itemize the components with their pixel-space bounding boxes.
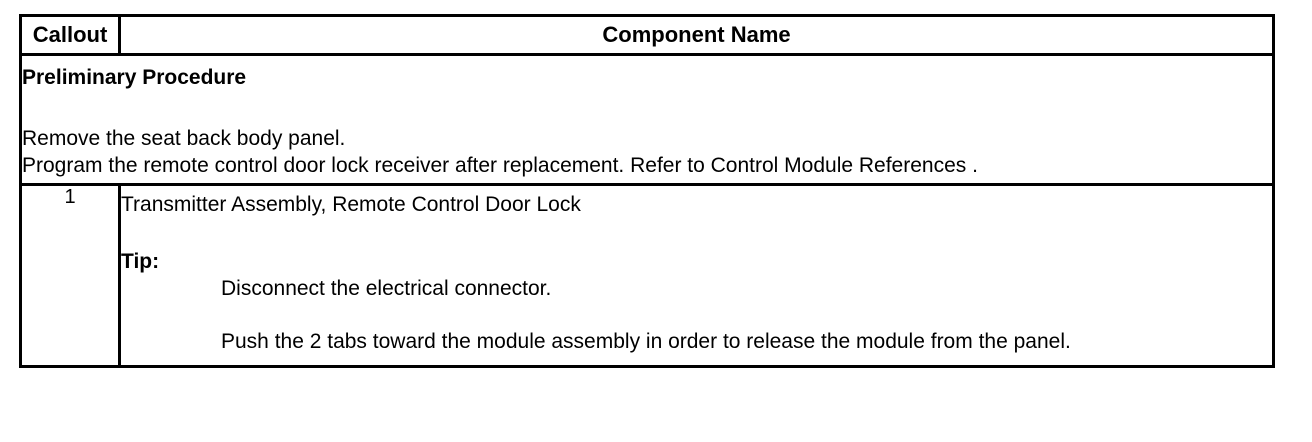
tip-label: Tip: xyxy=(121,250,160,273)
spacer xyxy=(121,218,1272,248)
preliminary-line-1: Remove the seat back body panel. xyxy=(22,127,346,150)
table-row-callout-1: 1 Transmitter Assembly, Remote Control D… xyxy=(19,183,1275,368)
callout-number-cell: 1 xyxy=(19,183,121,368)
table-header: Callout Component Name xyxy=(19,14,1275,56)
table-header-row: Callout Component Name xyxy=(19,14,1275,56)
component-title: Transmitter Assembly, Remote Control Doo… xyxy=(121,193,581,216)
callout-component-table: Callout Component Name Preliminary Proce… xyxy=(19,14,1275,368)
preliminary-procedure-cell: Preliminary Procedure Remove the seat ba… xyxy=(19,53,1275,186)
component-description-cell: Transmitter Assembly, Remote Control Doo… xyxy=(118,183,1275,368)
preliminary-procedure-heading: Preliminary Procedure xyxy=(22,66,247,89)
tip-line-2: Push the 2 tabs toward the module assemb… xyxy=(221,330,1071,353)
column-header-callout: Callout xyxy=(19,14,121,56)
preliminary-line-2: Program the remote control door lock rec… xyxy=(22,154,978,177)
column-header-component-name: Component Name xyxy=(118,14,1275,56)
spacer xyxy=(121,302,1272,328)
spacer xyxy=(22,91,1272,125)
tip-line-1: Disconnect the electrical connector. xyxy=(221,277,552,300)
table-body: Preliminary Procedure Remove the seat ba… xyxy=(19,53,1275,368)
table-row-preliminary: Preliminary Procedure Remove the seat ba… xyxy=(19,53,1275,186)
